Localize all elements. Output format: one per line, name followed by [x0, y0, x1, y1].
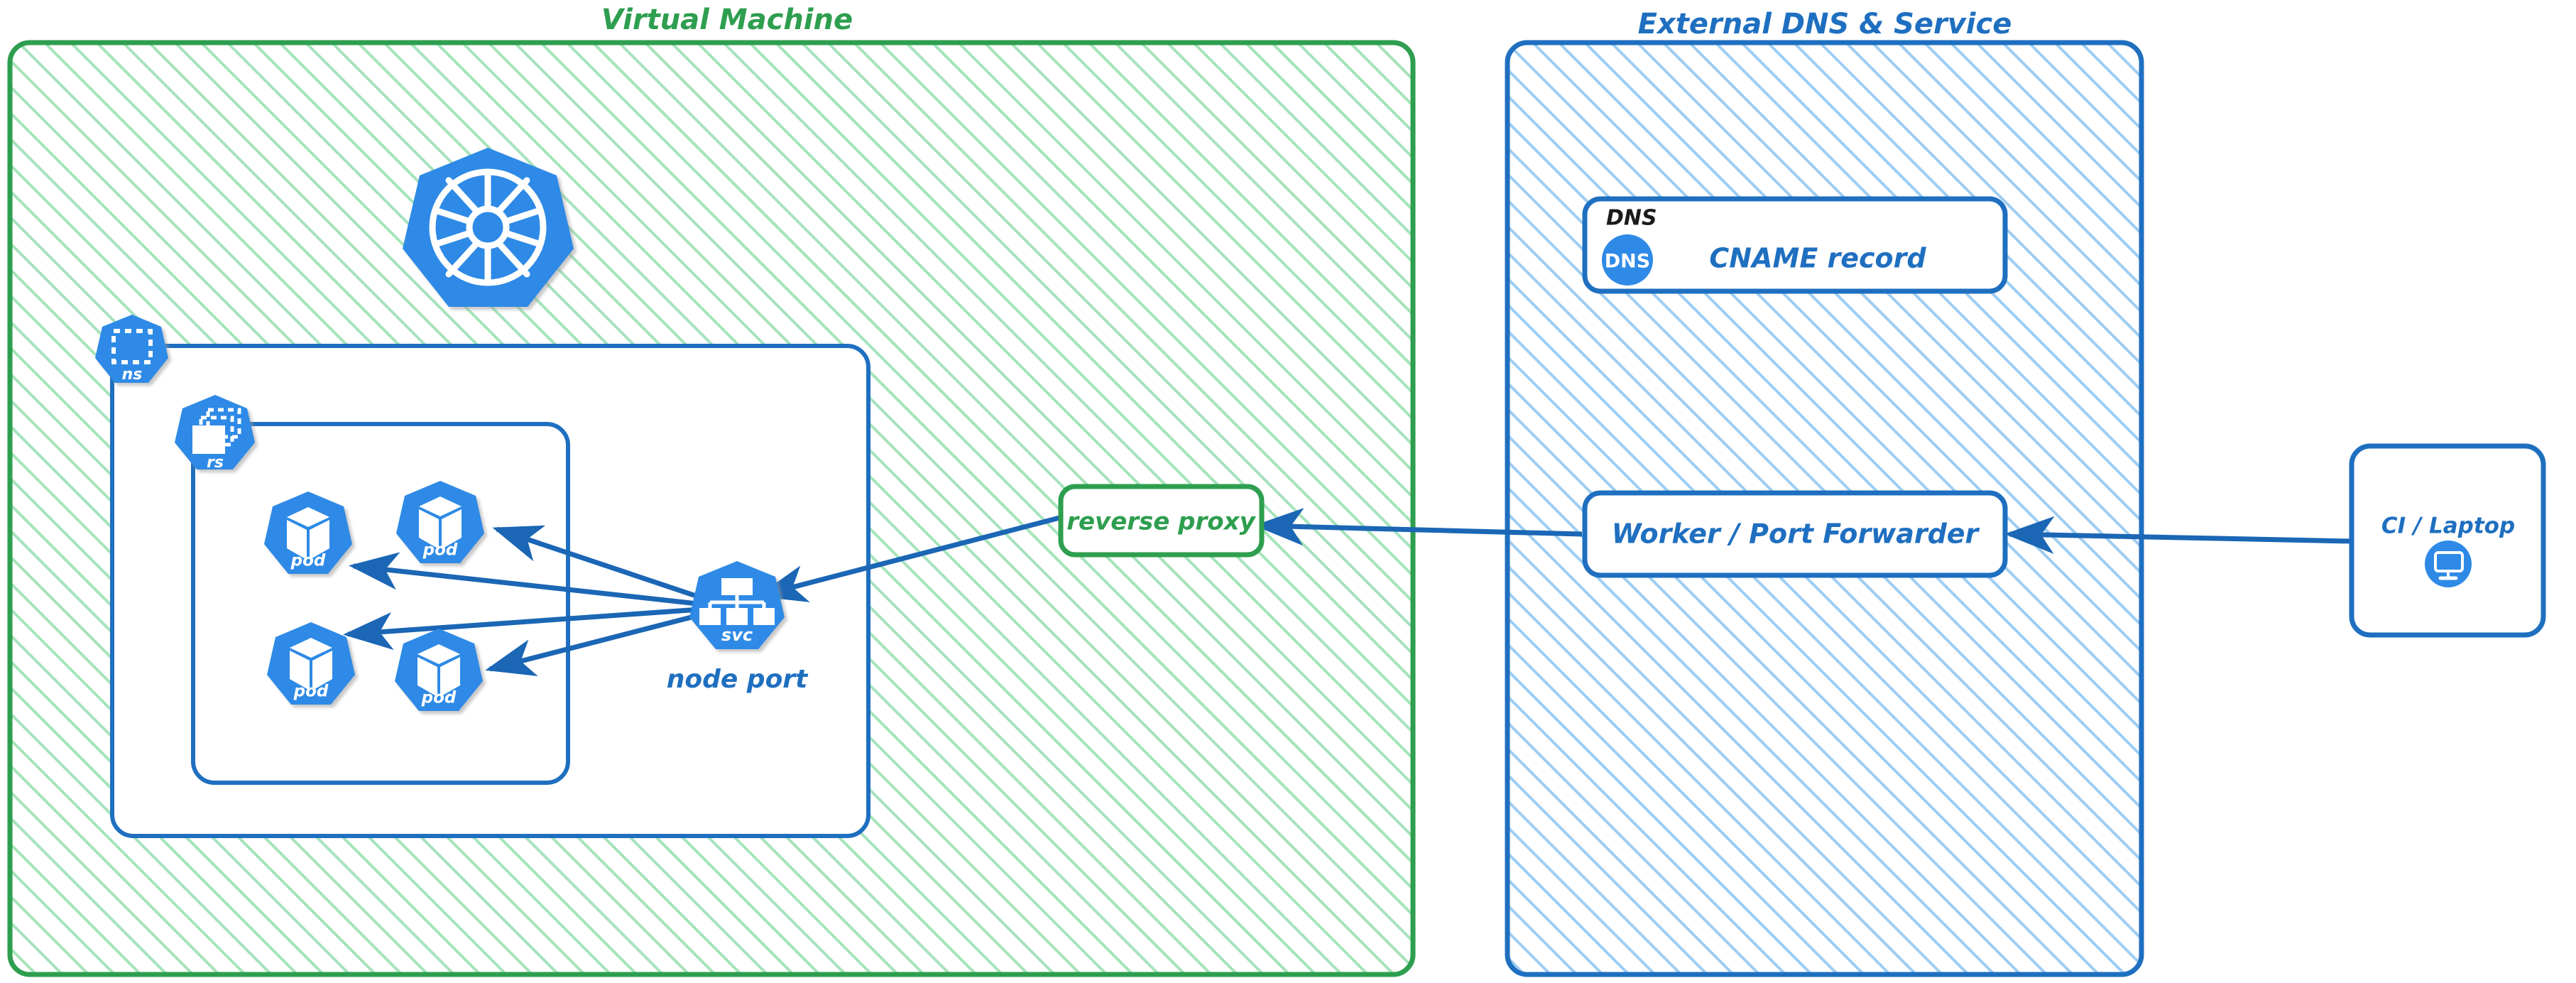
dns-card-frame[interactable]: [1582, 196, 2008, 294]
dns-record-label: CNAME record: [1709, 243, 1926, 274]
replicaset-icon: [192, 408, 241, 454]
pod-4: pod: [395, 629, 483, 711]
dns-badge-label: DNS: [1605, 251, 1650, 273]
worker-card-label: Worker / Port Forwarder: [1612, 518, 1980, 550]
node-port-caption: node port: [667, 665, 809, 694]
dns-badge-icon: [1602, 234, 1653, 286]
pod-label: pod: [422, 541, 458, 560]
ci-laptop-label: CI / Laptop: [2381, 514, 2515, 539]
replicaset-badge-label: rs: [207, 454, 224, 472]
ci-laptop-frame[interactable]: [2349, 443, 2546, 638]
pod-label: pod: [293, 683, 329, 701]
pod-label: pod: [290, 552, 326, 570]
dns-card[interactable]: DNS DNS CNAME record: [1582, 196, 2008, 294]
reverse-proxy-label: reverse proxy: [1066, 508, 1256, 536]
service-node: svc: [689, 561, 785, 649]
namespace-badge-label: ns: [122, 366, 143, 384]
reverse-proxy-node[interactable]: reverse proxy: [1058, 484, 1265, 558]
pod-3: pod: [267, 622, 355, 705]
svc-to-pod-3-arrow: [343, 604, 731, 651]
service-tree-icon: [699, 578, 775, 625]
replicaset-container: [191, 422, 570, 785]
reverse-proxy-to-svc-arrow: [757, 514, 1066, 602]
replicaset-badge: rs: [175, 395, 255, 472]
reverse-proxy-frame[interactable]: [1058, 484, 1265, 558]
dns-card-header: DNS: [1606, 206, 1657, 231]
svc-to-pod-1-arrow: [349, 552, 731, 610]
client-to-worker-arrow: [2004, 516, 2352, 554]
worker-card-frame[interactable]: [1582, 490, 2008, 578]
pod-label: pod: [421, 689, 457, 707]
namespace-badge: ns: [95, 315, 168, 384]
pod-cube-icon: [417, 644, 460, 697]
pod-cube-icon: [419, 496, 462, 549]
external-panel-title: External DNS & Service: [1638, 8, 2012, 40]
ci-laptop-card[interactable]: CI / Laptop: [2349, 443, 2546, 638]
service-badge-label: svc: [721, 625, 753, 645]
worker-to-reverse-proxy-arrow: [1254, 508, 1583, 546]
pod-cube-icon: [290, 638, 332, 690]
kubernetes-logo: [403, 148, 574, 307]
vm-panel-title: Virtual Machine: [601, 4, 853, 36]
pod-cube-icon: [287, 507, 329, 560]
pod-1: pod: [264, 492, 352, 574]
svc-to-pod-2-arrow: [492, 525, 731, 610]
desktop-monitor-icon: [2425, 541, 2472, 587]
worker-card[interactable]: Worker / Port Forwarder: [1582, 490, 2008, 578]
pod-2: pod: [396, 481, 484, 563]
